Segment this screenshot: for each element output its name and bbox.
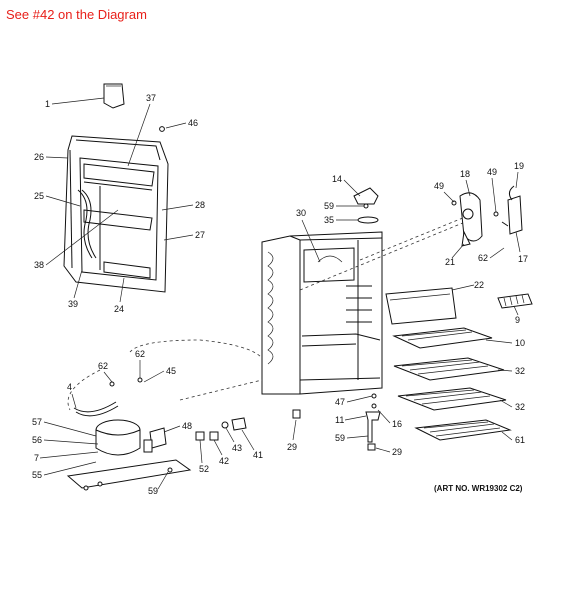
svg-text:30: 30	[296, 208, 306, 218]
svg-text:57: 57	[32, 417, 42, 427]
svg-text:17: 17	[518, 254, 528, 264]
svg-text:49: 49	[487, 167, 497, 177]
svg-text:32: 32	[515, 366, 525, 376]
svg-text:18: 18	[460, 169, 470, 179]
shelf-parts	[385, 287, 533, 441]
svg-text:14: 14	[332, 174, 342, 184]
svg-text:48: 48	[182, 421, 192, 431]
svg-text:26: 26	[34, 152, 44, 162]
leg-assembly	[365, 393, 381, 451]
svg-text:55: 55	[32, 470, 42, 480]
svg-text:59: 59	[148, 486, 158, 496]
svg-text:61: 61	[515, 435, 525, 445]
svg-text:43: 43	[232, 443, 242, 453]
svg-text:38: 38	[34, 260, 44, 270]
diagram-note: See #42 on the Diagram	[6, 7, 147, 22]
door-callouts: 1 37 46 26 25 28 27 38 39 24	[34, 93, 205, 314]
door-assembly	[63, 83, 169, 293]
svg-text:41: 41	[253, 450, 263, 460]
svg-text:9: 9	[515, 315, 520, 325]
svg-text:1: 1	[45, 99, 50, 109]
svg-text:49: 49	[434, 181, 444, 191]
svg-text:10: 10	[515, 338, 525, 348]
svg-text:16: 16	[392, 419, 402, 429]
svg-text:56: 56	[32, 435, 42, 445]
svg-text:47: 47	[335, 397, 345, 407]
cabinet	[261, 231, 383, 419]
svg-text:22: 22	[474, 280, 484, 290]
svg-text:32: 32	[515, 402, 525, 412]
svg-text:28: 28	[195, 200, 205, 210]
svg-text:37: 37	[146, 93, 156, 103]
svg-text:7: 7	[34, 453, 39, 463]
svg-text:52: 52	[199, 464, 209, 474]
svg-text:39: 39	[68, 299, 78, 309]
svg-text:59: 59	[324, 201, 334, 211]
svg-text:29: 29	[392, 447, 402, 457]
svg-text:62: 62	[98, 361, 108, 371]
svg-text:46: 46	[188, 118, 198, 128]
svg-text:62: 62	[478, 253, 488, 263]
svg-text:59: 59	[335, 433, 345, 443]
svg-text:42: 42	[219, 456, 229, 466]
svg-text:29: 29	[287, 442, 297, 452]
compressor-assembly	[66, 377, 247, 491]
svg-text:45: 45	[166, 366, 176, 376]
svg-text:25: 25	[34, 191, 44, 201]
svg-text:27: 27	[195, 230, 205, 240]
art-number: (ART NO. WR19302 C2)	[434, 484, 523, 493]
svg-text:4: 4	[67, 382, 72, 392]
svg-text:19: 19	[514, 161, 524, 171]
svg-text:24: 24	[114, 304, 124, 314]
svg-text:35: 35	[324, 215, 334, 225]
control-assembly	[353, 185, 523, 247]
svg-text:62: 62	[135, 349, 145, 359]
svg-text:11: 11	[335, 415, 344, 425]
svg-text:21: 21	[445, 257, 455, 267]
